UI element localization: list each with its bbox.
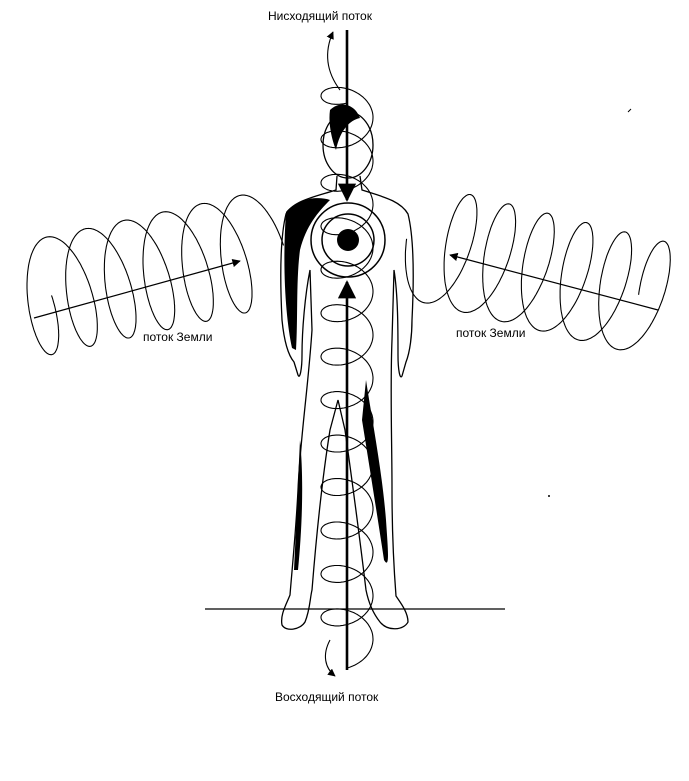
earth-spiral-right	[404, 193, 671, 351]
ascending-flow-label: Восходящий поток	[275, 690, 379, 704]
top-curl-arrow	[326, 31, 341, 91]
body-shading	[284, 198, 330, 350]
earth-flow-left-label: поток Земли	[143, 330, 213, 344]
earth-spiral-left	[26, 194, 285, 356]
bottom-curl-arrow	[324, 639, 336, 677]
earth-flow-right-arrow	[449, 252, 659, 311]
scan-speck	[548, 495, 550, 497]
earth-flow-left-arrow	[33, 258, 241, 319]
earth-flow-right-label: поток Земли	[456, 326, 526, 340]
human-figure	[280, 104, 414, 630]
descending-flow-label: Нисходящий поток	[268, 9, 372, 23]
heart-center-dot	[337, 229, 359, 251]
body-outline	[280, 175, 414, 630]
scan-speck	[627, 108, 632, 113]
